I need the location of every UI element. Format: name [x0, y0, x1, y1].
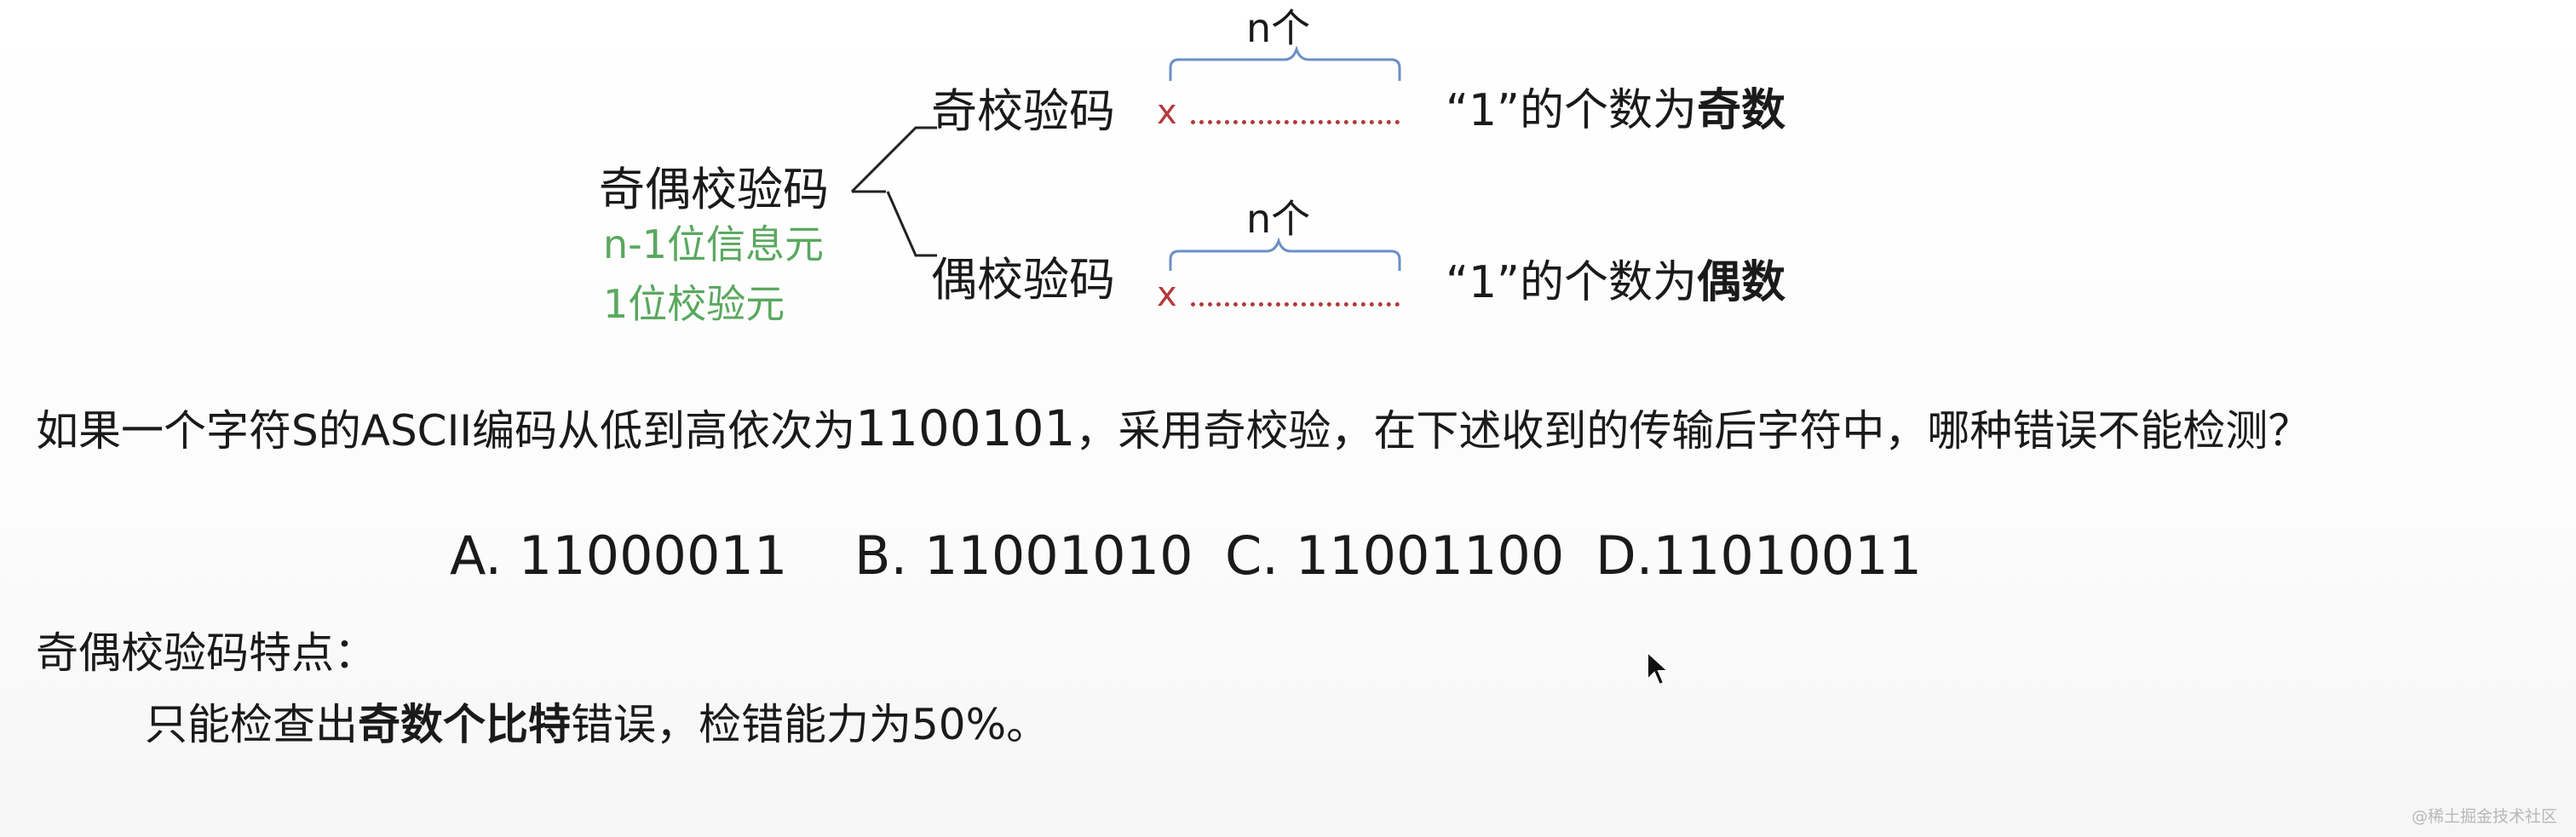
- brace-odd: [1169, 45, 1401, 81]
- root-label: 奇偶校验码: [599, 163, 829, 216]
- tree-connector: [850, 126, 937, 257]
- branch-even-bits-label: n个: [1246, 196, 1311, 242]
- branch-odd-dots: [1191, 120, 1400, 124]
- features-line-suffix: 错误，检错能力为50%。: [571, 700, 1049, 749]
- branch-odd-result-prefix: “1”的个数为: [1446, 85, 1697, 136]
- branch-even-result-prefix: “1”的个数为: [1446, 257, 1697, 308]
- features-heading: 奇偶校验码特点：: [36, 628, 377, 678]
- branch-even-marker: x: [1157, 275, 1177, 314]
- branch-odd-result: “1”的个数为奇数: [1446, 89, 1785, 133]
- branch-even-result: “1”的个数为偶数: [1446, 261, 1785, 305]
- option-b: B. 11001010: [854, 525, 1193, 587]
- features-line-prefix: 只能检查出: [145, 700, 358, 749]
- branch-odd-result-emph: 奇数: [1696, 85, 1785, 136]
- question-code: 1100101: [855, 399, 1076, 457]
- branch-odd-marker: x: [1157, 93, 1177, 132]
- option-a: A. 11000011: [450, 525, 788, 587]
- watermark: @稀土掘金技术社区: [2411, 807, 2557, 826]
- root-note-info-bits: n-1位信息元: [603, 221, 825, 267]
- branch-even-result-emph: 偶数: [1696, 257, 1785, 308]
- question-text-before: 如果一个字符S的ASCII编码从低到高依次为: [36, 406, 856, 456]
- option-c: C. 11001100: [1225, 525, 1565, 587]
- features-line: 只能检查出奇数个比特错误，检错能力为50%。: [145, 703, 1049, 746]
- root-note-check-bit: 1位校验元: [603, 281, 785, 327]
- branch-odd-bits-label: n个: [1246, 5, 1311, 51]
- features-line-emph: 奇数个比特: [358, 700, 571, 749]
- brace-even: [1169, 237, 1401, 271]
- option-d: D.11010011: [1596, 525, 1923, 587]
- branch-even-dots: [1191, 302, 1400, 307]
- branch-odd-label: 奇校验码: [931, 84, 1115, 138]
- question-text-after: ，采用奇校验，在下述收到的传输后字符中，哪种错误不能检测？: [1075, 406, 2311, 456]
- branch-even-label: 偶校验码: [931, 253, 1115, 307]
- question-text: 如果一个字符S的ASCII编码从低到高依次为1100101，采用奇校验，在下述收…: [36, 404, 2310, 453]
- mouse-pointer-icon: [1647, 651, 1670, 686]
